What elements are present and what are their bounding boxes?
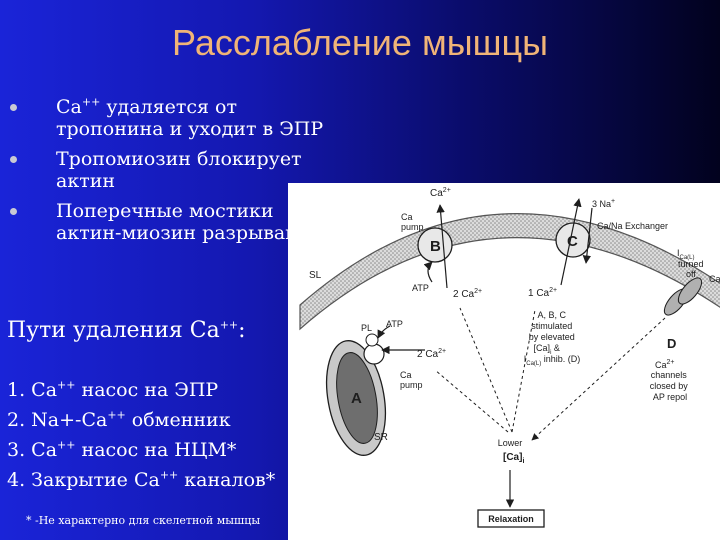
pump-c-label: C bbox=[567, 233, 578, 250]
pump-c-icon bbox=[555, 222, 591, 258]
lower-label: Lower bbox=[498, 438, 523, 448]
channel-d-label: D bbox=[667, 336, 676, 351]
dashed-from-b bbox=[459, 307, 513, 433]
atp-a-label: ATP bbox=[386, 319, 403, 329]
atp-b-label: ATP bbox=[412, 283, 429, 293]
lower-ca-label: [Ca]i bbox=[503, 452, 524, 465]
dashed-from-a bbox=[434, 369, 509, 433]
arrow-c-na-in bbox=[582, 207, 593, 264]
channel-d-note: Ca2+ channels closed by AP repol bbox=[650, 356, 691, 402]
pump-b-label: B bbox=[430, 238, 441, 255]
stimulation-note: A, B, C stimulated by elevated [Ca]i & I… bbox=[524, 310, 581, 367]
sr-label: SR bbox=[374, 432, 388, 443]
arrow-b-ca-out bbox=[436, 204, 448, 289]
footnote: * -Не характерно для скелетной мышцы bbox=[26, 514, 261, 527]
path-item: 3. Ca++ насос на НЦМ* bbox=[7, 438, 237, 461]
pump-a-label: A bbox=[351, 390, 362, 407]
two-ca-b-label: 2 Ca2+ bbox=[453, 288, 482, 300]
bullet-item: Са++ удаляется от тропонина и уходит в Э… bbox=[10, 96, 340, 140]
sl-label: SL bbox=[309, 270, 322, 281]
paths-heading: Пути удаления Са++: bbox=[7, 318, 246, 343]
pump-a-icon bbox=[363, 343, 385, 365]
diagram-canvas: B C A bbox=[299, 187, 720, 528]
dashed-from-c bbox=[511, 309, 536, 433]
arrow-atp-b bbox=[423, 261, 433, 283]
calcium-removal-diagram: B C A bbox=[288, 183, 720, 540]
arrow-atp-a bbox=[377, 325, 391, 339]
relaxation-label: Relaxation bbox=[488, 514, 534, 524]
removal-paths-list: 1. Ca++ насос на ЭПР 2. Na+-Ca++ обменни… bbox=[7, 378, 275, 498]
bullet-item: Тропомиозин блокирует актин bbox=[10, 148, 340, 192]
ca2-top-label: Ca2+ bbox=[430, 187, 451, 199]
ca-channel-d-icon bbox=[663, 277, 703, 316]
path-item: 2. Na+-Ca++ обменник bbox=[7, 408, 231, 431]
na3-label: 3 Na+ bbox=[592, 198, 615, 209]
sr-inner-icon bbox=[336, 352, 378, 444]
two-ca-a-label: 2 Ca2+ bbox=[417, 348, 446, 360]
exchanger-label: Ca/Na Exchanger bbox=[597, 221, 668, 231]
arrows bbox=[377, 198, 593, 508]
sarcolemma-membrane bbox=[299, 212, 720, 331]
slide-title: Расслабление мышцы bbox=[172, 22, 548, 63]
bullet-item: Поперечные мостики актин-миозин разрываю… bbox=[10, 200, 340, 244]
bullet-dot-icon bbox=[10, 104, 17, 111]
dashed-arrows bbox=[434, 307, 666, 441]
arrow-c-ca-out bbox=[560, 198, 582, 286]
bullet-dot-icon bbox=[10, 156, 17, 163]
bullet-dot-icon bbox=[10, 208, 17, 215]
pl-label: PL bbox=[361, 323, 372, 333]
path-item: 1. Ca++ насос на ЭПР bbox=[7, 378, 219, 401]
ca-right-label: Ca bbox=[709, 274, 720, 284]
path-item: 4. Закрытие Са++ каналов* bbox=[7, 468, 276, 491]
phospholamban-icon bbox=[365, 333, 379, 347]
relaxation-box bbox=[477, 509, 545, 528]
dashed-from-d bbox=[531, 317, 666, 441]
one-ca-c-label: 1 Ca2+ bbox=[528, 287, 557, 299]
bullet-list: Са++ удаляется от тропонина и уходит в Э… bbox=[10, 96, 340, 252]
